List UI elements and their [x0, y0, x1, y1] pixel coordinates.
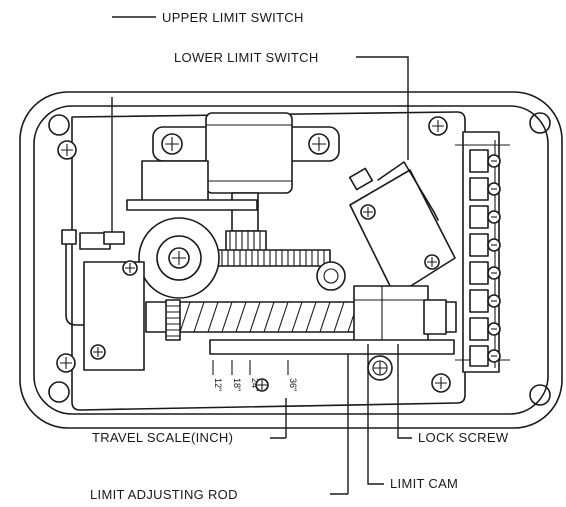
switch-screw-icon	[360, 204, 376, 220]
scale-mark-18: 18"	[232, 378, 242, 391]
limit-cam	[353, 285, 447, 345]
lower-switch-roller	[348, 167, 374, 191]
lower-switch-lever-arm	[377, 161, 439, 221]
plate-screw-icon	[56, 353, 76, 373]
cam-shaft-bushing	[316, 261, 346, 291]
adjusting-rod-body	[209, 339, 455, 355]
gear-hub-screw-icon	[168, 247, 190, 269]
terminal-screw-icon	[469, 177, 501, 201]
switch-screw-icon	[90, 344, 106, 360]
bracket-screw-icon	[308, 133, 330, 155]
limit-cam-block	[353, 285, 429, 345]
terminal-screw-icon	[469, 345, 501, 367]
scale-screw-icon	[255, 378, 269, 392]
callout-lower-limit-switch: LOWER LIMIT SWITCH	[174, 50, 319, 65]
limit-adjusting-rod	[209, 339, 455, 494]
terminal-screw-icon	[469, 205, 501, 229]
lock-screw	[367, 355, 393, 381]
motor-mount	[141, 160, 209, 202]
lower-switch-leader	[356, 56, 409, 160]
upper-switch-lever-arm	[65, 237, 87, 326]
housing-outer-wall	[19, 91, 563, 429]
callout-limit-cam: LIMIT CAM	[390, 476, 458, 491]
housing-inner-wall	[33, 105, 549, 415]
upper-limit-switch	[61, 97, 145, 371]
scale-mark-24: 24"	[250, 378, 260, 391]
base-plate	[56, 111, 466, 411]
terminal-screw-icon	[469, 261, 501, 285]
housing-corner-hole-tl	[48, 114, 70, 136]
callout-travel-scale: TRAVEL SCALE(INCH)	[92, 430, 233, 445]
terminal-screw-icon	[469, 317, 501, 341]
housing-corner-hole-tr	[529, 112, 551, 134]
gear-train	[138, 217, 346, 299]
bracket-screw-icon	[161, 133, 183, 155]
plate-screw-icon	[428, 116, 448, 136]
travel-scale: 12" 18" 24" 36"	[212, 360, 298, 439]
travel-scale-leader	[270, 398, 287, 439]
callout-limit-adjusting-rod: LIMIT ADJUSTING ROD	[90, 487, 238, 502]
callout-lock-screw: LOCK SCREW	[418, 430, 509, 445]
scale-mark-36: 36"	[288, 378, 298, 391]
terminal-screw-icon	[469, 289, 501, 313]
motor-shaft	[231, 192, 259, 232]
terminal-screw-icon	[469, 149, 501, 173]
scale-mark-12: 12"	[213, 378, 223, 391]
lower-limit-switch	[348, 161, 456, 297]
housing-corner-hole-bl	[48, 381, 70, 403]
gear-support-bar	[126, 199, 258, 211]
terminal-screw-icon	[469, 233, 501, 257]
plate-screw-icon	[431, 373, 451, 393]
limit-cam-leader	[367, 344, 384, 485]
plate-screw-icon	[57, 140, 77, 160]
base-plate-outline	[71, 111, 466, 411]
switch-screw-icon	[424, 254, 440, 270]
housing	[19, 91, 563, 429]
housing-corner-hole-br	[529, 384, 551, 406]
terminal-block	[455, 131, 510, 373]
lock-screw-leader	[397, 344, 412, 439]
callout-upper-limit-switch: UPPER LIMIT SWITCH	[162, 10, 304, 25]
lower-switch-body	[349, 169, 456, 297]
switch-screw-icon	[122, 260, 138, 276]
